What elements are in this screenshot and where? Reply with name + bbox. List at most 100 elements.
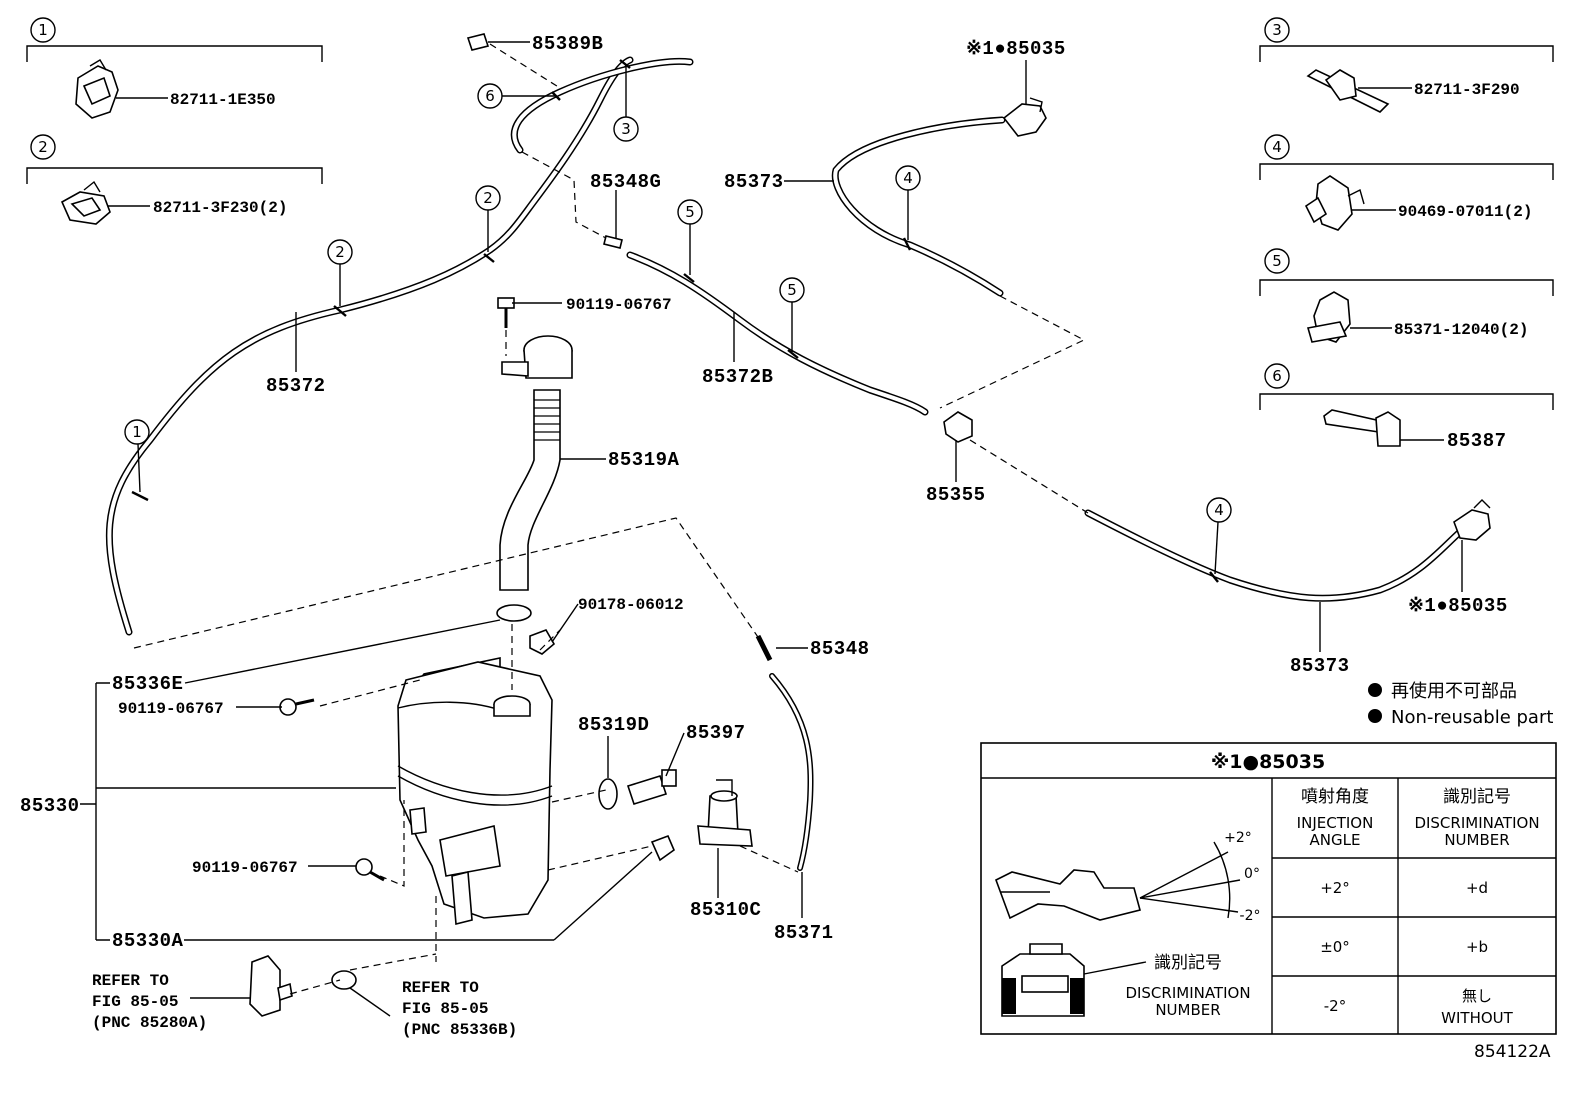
clip-key-2: 2 82711-3F230(2)	[26, 134, 323, 225]
angle-plus2: +2°	[1224, 830, 1252, 846]
col1-header-ja: 噴射角度	[1301, 787, 1369, 807]
label-85397: 85397	[686, 722, 746, 744]
label-85373-top: 85373	[724, 171, 784, 193]
hose-85372B	[626, 251, 929, 416]
washer-tank	[397, 657, 553, 926]
part-85387: 85387	[1447, 430, 1507, 452]
refer-right-2: FIG 85-05	[402, 1000, 488, 1018]
hose-85348	[755, 634, 814, 871]
hose-top-loop	[510, 57, 694, 154]
part-labels: 85389B 85348G 85373 ※1●85035 85372 85372…	[20, 33, 1508, 1039]
part-82711-1E350: 82711-1E350	[170, 91, 276, 109]
clip-5-icon	[1306, 291, 1351, 343]
part-82711-3F290: 82711-3F290	[1414, 81, 1520, 99]
clip-key-4: 4 90469-07011(2)	[1259, 134, 1554, 231]
pump-85280A	[249, 955, 293, 1017]
label-85336E: 85336E	[112, 673, 183, 695]
label-85310C: 85310C	[690, 899, 761, 921]
label-90119-mid: 90119-06767	[118, 700, 224, 718]
label-90119-top: 90119-06767	[566, 296, 672, 314]
bolt-90119-low	[355, 858, 385, 882]
check-valve-85348G	[603, 235, 623, 249]
col1-header-en-2: ANGLE	[1310, 831, 1361, 849]
dashed-connectors	[133, 43, 1089, 995]
svg-text:4: 4	[903, 169, 913, 187]
callout-6: 6	[1272, 367, 1282, 385]
svg-text:1: 1	[132, 423, 142, 441]
label-85355: 85355	[926, 484, 986, 506]
hose-85372	[105, 56, 634, 636]
refer-left-2: FIG 85-05	[92, 993, 178, 1011]
nozzle-85035-top	[1002, 97, 1047, 137]
non-reusable-dot-icon	[1368, 683, 1382, 697]
label-85319A: 85319A	[608, 449, 680, 471]
clip-4-icon	[1304, 175, 1365, 231]
refer-right-3: (PNC 85336B)	[402, 1021, 517, 1039]
label-85035-low: ※1●85035	[1408, 595, 1508, 617]
seal-ring	[496, 604, 532, 622]
label-85389B: 85389B	[532, 33, 603, 55]
id-label-en-1: DISCRIMINATION	[1125, 984, 1250, 1002]
grommet-85336B	[331, 970, 357, 990]
part-90469-07011: 90469-07011(2)	[1398, 203, 1532, 221]
callout-5: 5	[1272, 252, 1282, 270]
part-82711-3F230: 82711-3F230(2)	[153, 199, 287, 217]
svg-text:6: 6	[485, 87, 495, 105]
svg-text:2: 2	[335, 243, 345, 261]
non-reusable-dot-icon	[1368, 709, 1382, 723]
clip-6-icon	[1323, 409, 1401, 447]
clip-key-5: 5 85371-12040(2)	[1259, 248, 1554, 343]
label-85330A: 85330A	[112, 930, 184, 952]
nozzle-spray-illustration: +2° 0° -2°	[995, 830, 1261, 924]
legend-ja: 再使用不可部品	[1391, 681, 1517, 702]
leader-lines	[80, 41, 1463, 1017]
svg-text:4: 4	[1214, 501, 1224, 519]
label-85372B: 85372B	[702, 366, 773, 388]
row3-angle: -2°	[1324, 997, 1346, 1015]
id-label-en-2: NUMBER	[1155, 1001, 1220, 1019]
clip-key-6: 6 85387	[1259, 363, 1554, 452]
angle-minus2: -2°	[1240, 908, 1261, 924]
id-label-ja: 識別記号	[1154, 953, 1222, 973]
joint-85355	[943, 411, 973, 443]
clip-3-icon	[1306, 69, 1390, 113]
col2-header-en-2: NUMBER	[1444, 831, 1509, 849]
clip-key-3: 3 82711-3F290	[1259, 17, 1554, 113]
cap-85389B	[466, 33, 490, 51]
label-85348G: 85348G	[590, 171, 661, 193]
hose-clip-bands	[131, 59, 1219, 583]
refer-left-3: (PNC 85280A)	[92, 1014, 207, 1032]
grommet-85330A	[650, 834, 675, 862]
filler-neck-85319A	[499, 335, 573, 591]
sensor-85397	[626, 769, 677, 805]
callout-2: 2	[38, 138, 48, 156]
clip-2-icon	[60, 180, 111, 225]
part-85371-12040: 85371-12040(2)	[1394, 321, 1528, 339]
row3-mark-en: WITHOUT	[1441, 1009, 1513, 1027]
bolt-90119-mid	[279, 698, 315, 716]
callout-3: 3	[1272, 21, 1282, 39]
nut-90178	[529, 629, 556, 655]
svg-text:5: 5	[685, 203, 695, 221]
row1-mark: +d	[1466, 879, 1488, 897]
label-85372: 85372	[266, 375, 326, 397]
diagram-code: 854122A	[1474, 1042, 1551, 1062]
label-85330: 85330	[20, 795, 80, 817]
label-85373-low: 85373	[1290, 655, 1350, 677]
svg-text:5: 5	[787, 281, 797, 299]
legend-en: Non-reusable part	[1391, 707, 1553, 728]
oring-85319D	[598, 778, 618, 810]
bolt-90119-top	[497, 297, 515, 328]
table-title: ※1●85035	[1211, 751, 1325, 773]
label-85035-top: ※1●85035	[966, 38, 1066, 60]
row3-mark: 無し	[1462, 987, 1492, 1005]
col2-header-en-1: DISCRIMINATION	[1414, 814, 1539, 832]
hose-85373-upper	[831, 116, 1006, 297]
refer-right-1: REFER TO	[402, 979, 479, 997]
label-85371: 85371	[774, 922, 834, 944]
legend: 再使用不可部品 Non-reusable part	[1368, 681, 1553, 728]
angle-0: 0°	[1244, 866, 1260, 882]
nozzle-id-illustration	[1001, 943, 1147, 1017]
hose-85373-lower	[1084, 509, 1464, 602]
